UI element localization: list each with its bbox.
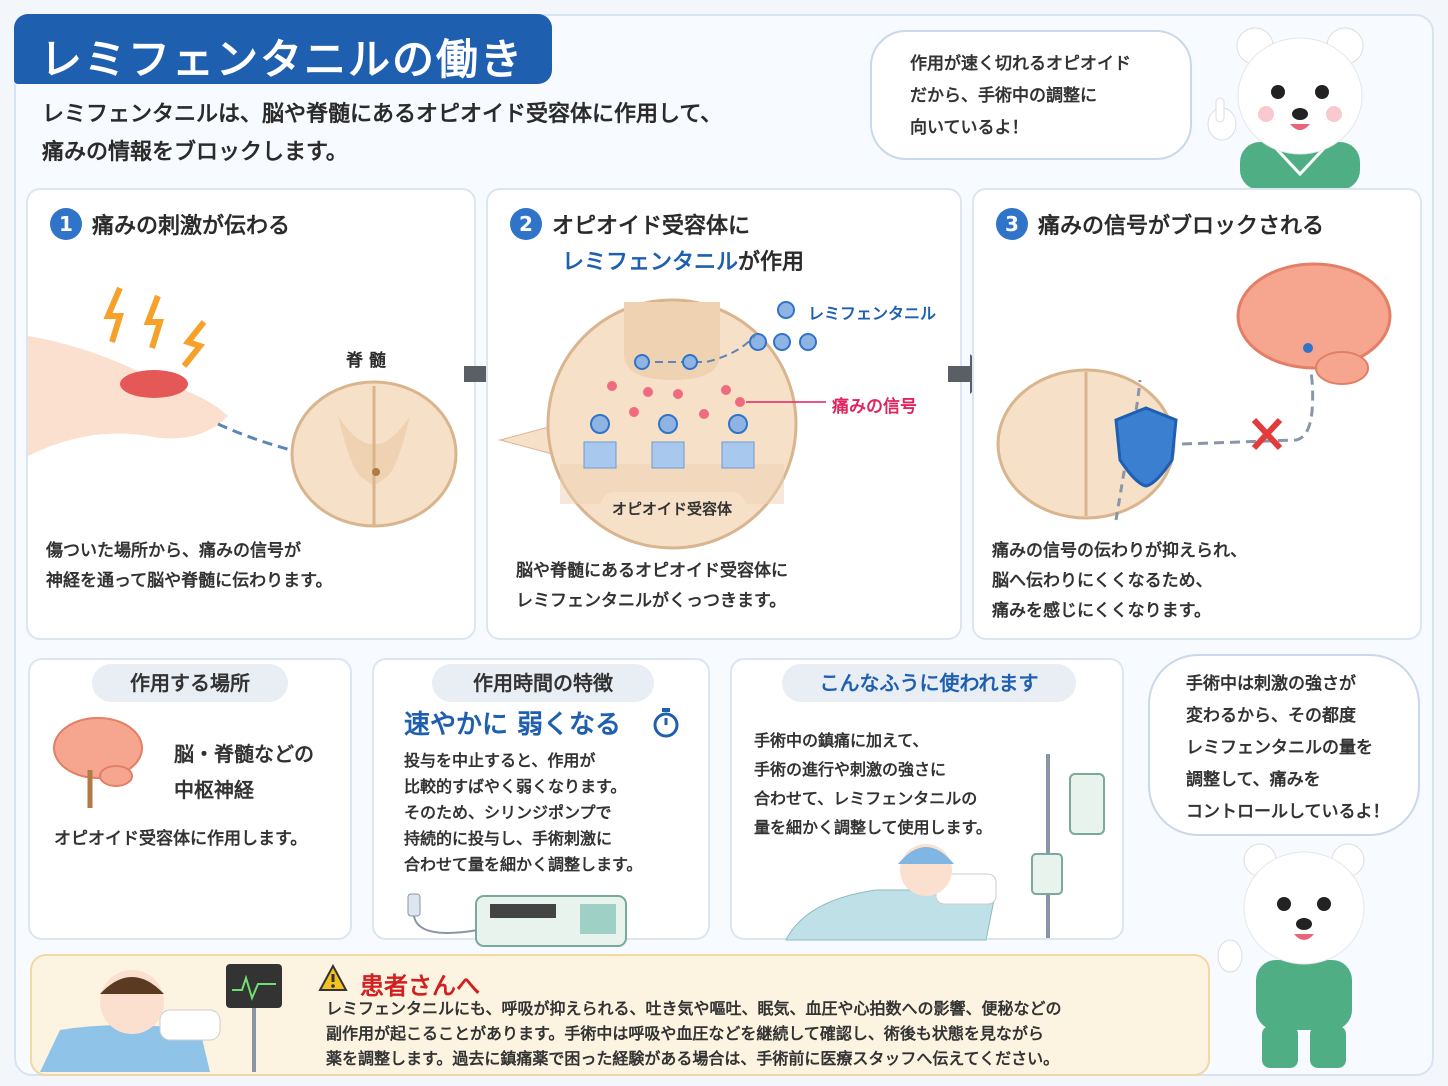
step-2-heading: 2 オピオイド受容体に レミフェンタニルが作用 <box>510 208 804 281</box>
intro-line-2: 痛みの情報をブロックします。 <box>42 140 348 165</box>
step-2-title-drug: レミフェンタニル <box>562 250 739 275</box>
usage-heading: こんなふうに使われます <box>782 664 1076 702</box>
place-box: 作用する場所 脳・脊髄などの 中枢神経 オピオイド受容体に作用します。 <box>28 658 352 940</box>
place-target-line-1: 脳・脊髄などの <box>174 742 314 766</box>
warning-line-2: 副作用が起こることがあります。手術中は呼吸や血圧などを継続して確認し、術後も状態… <box>326 1024 1044 1043</box>
step-2-description: 脳や脊髄にあるオピオイド受容体に レミフェンタニルがくっつきます。 <box>516 556 788 616</box>
duration-line-3: そのため、シリンジポンプで <box>404 803 612 822</box>
duration-line-2: 比較的すばやく弱くなります。 <box>404 777 627 796</box>
warning-title: 患者さんへ <box>360 972 480 1000</box>
synapse-illustration <box>498 298 826 550</box>
page-title: レミフェンタニルの働き <box>14 14 552 84</box>
warning-triangle-icon <box>318 963 348 991</box>
bear-mascot-bottom <box>1217 843 1365 1068</box>
receptor-label: オピオイド受容体 <box>612 500 733 518</box>
step-1-title: 痛みの刺激が伝わる <box>92 214 291 239</box>
duration-line-5: 合わせて量を細かく調整します。 <box>404 855 643 874</box>
step-1-number: 1 <box>50 208 82 240</box>
duration-line-4: 持続的に投与し、手術刺激に <box>404 829 613 848</box>
hand-injury-illustration <box>28 286 458 528</box>
step-2-number: 2 <box>510 208 542 240</box>
bubble-top-line-1: 作用が速く切れるオピオイド <box>910 54 1131 74</box>
bubble-right-line-1: 手術中は刺激の強さが <box>1186 674 1356 694</box>
usage-line-1: 手術中の鎮痛に加えて、 <box>754 731 929 750</box>
syringe-pump-icon <box>407 893 627 947</box>
blocked-signal-illustration <box>996 262 1392 521</box>
duration-line-1: 投与を中止すると、作用が <box>404 751 596 770</box>
stopwatch-icon <box>653 708 679 738</box>
bubble-right-line-5: コントロールしているよ！ <box>1186 802 1390 822</box>
place-target-line-2: 中枢神経 <box>174 778 254 802</box>
bubble-right-line-3: レミフェンタニルの量を <box>1186 738 1373 758</box>
step-1-desc-line-1: 傷ついた場所から、痛みの信号が <box>46 541 301 561</box>
step-1-desc-line-2: 神経を通って脳や脊髄に伝わります。 <box>46 571 333 591</box>
bubble-right-line-4: 調整して、痛みを <box>1186 770 1321 790</box>
warning-line-1: レミフェンタニルにも、呼吸が抑えられる、吐き気や嘔吐、眠気、血圧や心拍数への影響… <box>326 999 1062 1018</box>
arrow-1-stem <box>464 366 486 382</box>
brain-icon <box>53 717 143 808</box>
legend-remifentanil: レミフェンタニル <box>808 304 937 323</box>
place-description: オピオイド受容体に作用します。 <box>54 829 308 849</box>
step-2-title-line-1: オピオイド受容体に <box>552 214 751 239</box>
step-3-desc-line-1: 痛みの信号の伝わりが抑えられ、 <box>992 541 1248 561</box>
speech-bubble-right: 手術中は刺激の強さが 変わるから、その都度 レミフェンタニルの量を 調整して、痛… <box>1148 654 1420 836</box>
spinal-cord-label: 脊 髄 <box>346 351 386 371</box>
bubble-top-line-2: だから、手術中の調整に <box>910 86 1097 106</box>
surgery-patient-illustration <box>785 754 1105 941</box>
step-3-number: 3 <box>996 208 1028 240</box>
step-3-desc-line-3: 痛みを感じにくくなります。 <box>992 601 1211 621</box>
place-heading: 作用する場所 <box>92 664 288 702</box>
duration-heading: 作用時間の特徴 <box>432 664 654 702</box>
step-2-desc-line-1: 脳や脊髄にあるオピオイド受容体に <box>516 561 788 581</box>
step-3-description: 痛みの信号の伝わりが抑えられ、 脳へ伝わりにくくなるため、 痛みを感じにくくなり… <box>992 536 1247 626</box>
warning-line-3: 薬を調整します。過去に鎮痛薬で困った経験がある場合は、手術前に医療スタッフへ伝え… <box>326 1049 1060 1068</box>
sleeping-patient-illustration <box>40 964 282 1072</box>
usage-line-2: 手術の進行や刺激の強さに <box>754 760 947 779</box>
step-1-heading: 1 痛みの刺激が伝わる <box>50 208 290 245</box>
usage-text: 手術中の鎮痛に加えて、 手術の進行や刺激の強さに 合わせて、レミフェンタニルの … <box>754 726 992 842</box>
step-2-desc-line-2: レミフェンタニルがくっつきます。 <box>516 591 787 611</box>
usage-line-4: 量を細かく調整して使用します。 <box>754 818 992 837</box>
legend-pain-signal: 痛みの信号 <box>832 397 917 417</box>
step-3-desc-line-2: 脳へ伝わりにくくなるため、 <box>992 571 1213 591</box>
arrow-2-stem <box>948 366 970 382</box>
place-target: 脳・脊髄などの 中枢神経 <box>174 736 314 808</box>
bear-mascot-top <box>1207 27 1364 190</box>
speech-bubble-top: 作用が速く切れるオピオイド だから、手術中の調整に 向いているよ！ <box>870 30 1192 160</box>
step-2-title-line-2: が作用 <box>738 250 805 275</box>
step-3-title: 痛みの信号がブロックされる <box>1038 214 1325 239</box>
usage-line-3: 合わせて、レミフェンタニルの <box>754 789 978 808</box>
intro-text: レミフェンタニルは、脳や脊髄にあるオピオイド受容体に作用して、 痛みの情報をブロ… <box>42 96 842 172</box>
duration-highlight: 速やかに 弱くなる <box>404 710 622 740</box>
step-1-description: 傷ついた場所から、痛みの信号が 神経を通って脳や脊髄に伝わります。 <box>46 536 332 596</box>
step-3-heading: 3 痛みの信号がブロックされる <box>996 208 1324 245</box>
intro-line-1: レミフェンタニルは、脳や脊髄にあるオピオイド受容体に作用して、 <box>42 102 723 127</box>
bubble-top-line-3: 向いているよ！ <box>910 118 1029 138</box>
duration-text: 投与を中止すると、作用が 比較的すばやく弱くなります。 そのため、シリンジポンプ… <box>404 748 642 878</box>
warning-text: レミフェンタニルにも、呼吸が抑えられる、吐き気や嘔吐、眠気、血圧や心拍数への影響… <box>326 996 1206 1071</box>
bubble-right-line-2: 変わるから、その都度 <box>1186 706 1356 726</box>
